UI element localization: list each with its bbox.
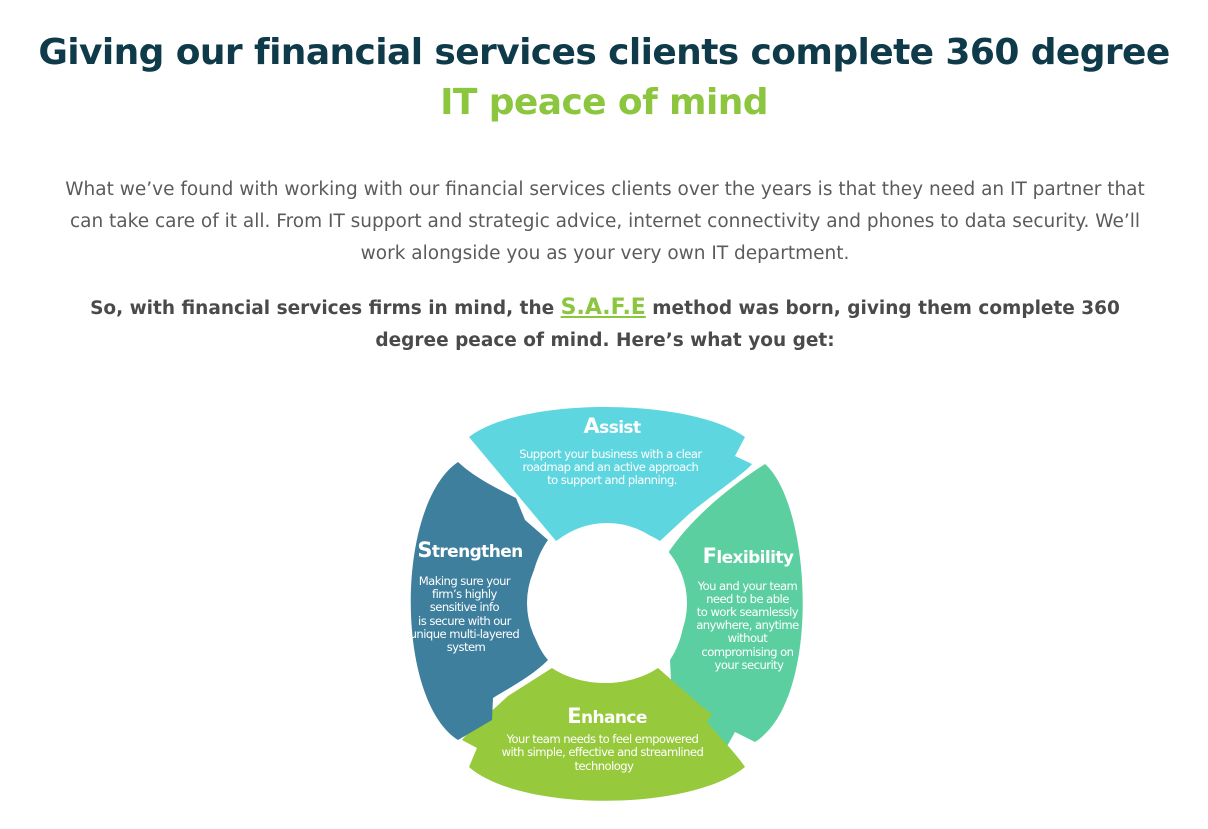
segment-strengthen-body: Making sure your firm’s highly sensitive… [410,574,523,654]
segment-flexibility-title: Flexibility [703,544,794,568]
lead-text-before: So, with financial services firms in min… [90,298,561,319]
segment-enhance-body: Your team needs to feel empowered with s… [502,732,707,773]
segment-strengthen-shape [410,462,548,740]
diagram-center-hole [527,523,687,683]
safe-method-link[interactable]: S.A.F.E [560,295,646,320]
segment-enhance[interactable]: Enhance Your team needs to feel empowere… [462,668,745,801]
segment-flexibility[interactable]: Flexibility You and your team need to be… [668,464,803,750]
segment-enhance-title: Enhance [567,704,647,728]
segment-strengthen[interactable]: Strengthen Making sure your firm’s highl… [410,462,548,740]
page-title-line-1: Giving our financial services clients co… [38,32,1170,73]
intro-paragraph: What we’ve found with working with our f… [65,179,1145,264]
segment-assist-title: Assist [584,414,641,438]
segment-assist-body: Support your business with a clear roadm… [519,447,705,487]
lead-paragraph: So, with financial services firms in min… [60,292,1150,357]
lead-text-after: method was born, giving them complete 36… [375,298,1120,351]
segment-flexibility-body: You and your team need to be able to wor… [696,579,802,672]
page-title: Giving our financial services clients co… [0,28,1208,128]
segment-assist-shape [469,407,752,541]
segment-enhance-shape [462,668,745,801]
page-title-highlight: IT peace of mind [440,82,768,123]
segment-strengthen-title: Strengthen [417,538,522,562]
segment-flexibility-shape [668,464,803,750]
segment-assist[interactable]: Assist Support your business with a clea… [469,407,752,541]
